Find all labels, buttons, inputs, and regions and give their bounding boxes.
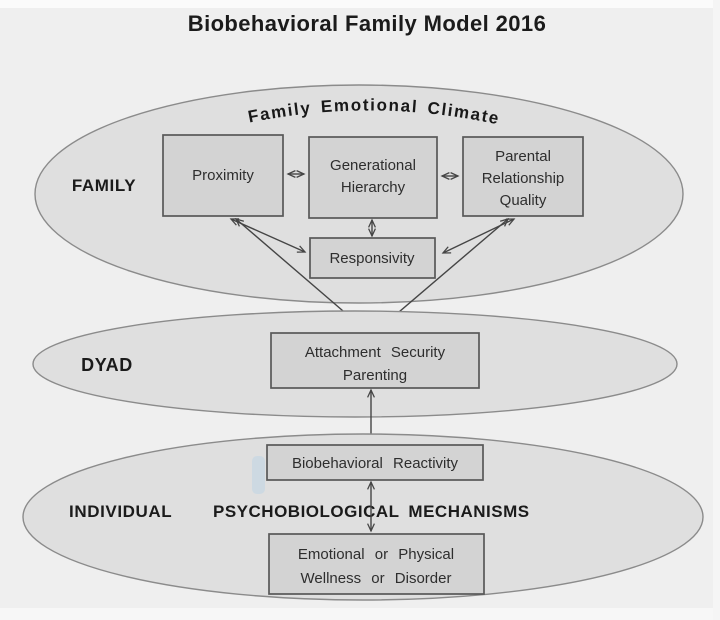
generational-hierarchy-label-line2: Hierarchy: [341, 179, 406, 196]
biobehavioral-reactivity-node: Biobehavioral Reactivity: [266, 444, 484, 481]
parental-relationship-quality-node: Parental Relationship Quality: [462, 136, 584, 217]
scan-artifact: [252, 456, 265, 494]
proximity-node: Proximity: [162, 134, 284, 217]
family-zone-label: FAMILY: [72, 176, 136, 195]
generational-hierarchy-node: Generational Hierarchy: [308, 136, 438, 219]
individual-zone: Biobehavioral Reactivity INDIVIDUAL PSYC…: [22, 433, 704, 601]
dyad-zone-label: DYAD: [81, 355, 133, 375]
dyad-zone: DYAD Attachment Security Parenting: [32, 310, 678, 418]
right-margin-strip: [713, 0, 720, 620]
responsivity-node: Responsivity: [309, 237, 436, 279]
proximity-label: Proximity: [192, 167, 254, 184]
diagram-title: Biobehavioral Family Model 2016: [188, 11, 546, 36]
generational-hierarchy-label-line1: Generational: [330, 157, 416, 174]
edge-parental-attachment: [377, 217, 510, 331]
biobehavioral-reactivity-label: Biobehavioral Reactivity: [292, 455, 459, 472]
attachment-label-line1: Attachment Security: [305, 344, 446, 361]
responsivity-label: Responsivity: [329, 250, 415, 267]
parental-label-line2: Relationship: [482, 170, 565, 187]
bottom-margin-strip: [0, 608, 720, 620]
family-zone: Family Emotional Climate FAMILY Proximit…: [34, 84, 684, 331]
parental-label-line3: Quality: [500, 192, 547, 209]
parental-label-line1: Parental: [495, 148, 551, 165]
wellness-label-line1: Emotional or Physical: [298, 546, 454, 563]
wellness-label-line2: Wellness or Disorder: [301, 570, 452, 587]
wellness-disorder-node: Emotional or Physical Wellness or Disord…: [268, 533, 485, 595]
top-margin-strip: [0, 0, 720, 8]
individual-zone-label: INDIVIDUAL: [69, 502, 172, 521]
attachment-label-line2: Parenting: [343, 367, 407, 384]
individual-ellipse: [22, 433, 704, 601]
attachment-security-parenting-node: Attachment Security Parenting: [270, 332, 480, 389]
